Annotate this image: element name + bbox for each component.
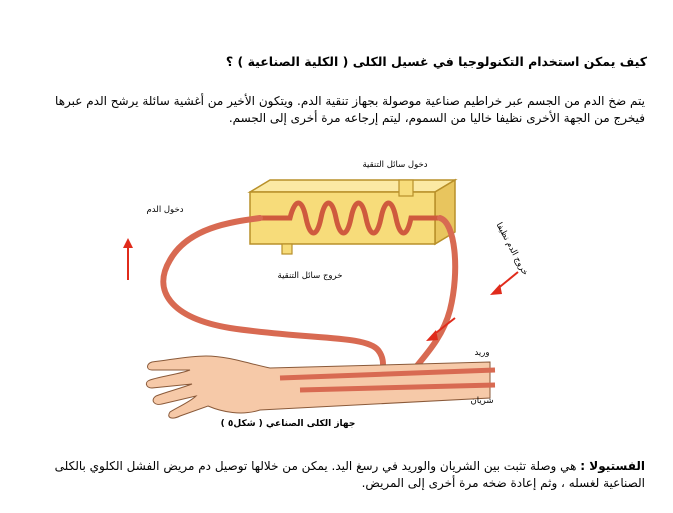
- fistula-term: الفستيولا :: [580, 459, 645, 473]
- dialysis-figure: دخول سائل التنقية دخول الدم خروج الدم نظ…: [110, 150, 550, 440]
- arrow-down-right-1: [490, 271, 519, 295]
- label-dialysate-in: دخول سائل التنقية: [362, 160, 427, 170]
- filter-coil: [257, 200, 443, 236]
- fistula-line-2: الصناعية لغسله ، وثم إعادة ضخه مرة أخرى …: [361, 476, 645, 490]
- arrow-down-right-2: [426, 317, 456, 341]
- arrow-up-left: [123, 238, 133, 280]
- intro-line-2: فيخرج من الجهة الأخرى نظيفا خاليا من الس…: [228, 111, 645, 125]
- dialysis-machine: [247, 178, 458, 255]
- blood-in-tube: [160, 215, 386, 395]
- arm: [145, 355, 496, 419]
- dialysate-outlet-port: [281, 243, 293, 255]
- figure-caption: ( شكل٥ ) جهاز الكلى الصناعي: [221, 419, 356, 429]
- arm-vein: [279, 367, 496, 381]
- fistula-line-1: الفستيولا : هي وصلة تثبت بين الشريان وال…: [25, 458, 645, 475]
- page-title: كيف يمكن استخدام التكنولوجيا في غسيل الك…: [225, 54, 647, 69]
- label-blood-in: دخول الدم: [147, 205, 184, 215]
- label-dialysate-out: خروج سائل التنقية: [278, 271, 343, 281]
- dialysate-inlet-port: [398, 179, 414, 197]
- label-vein: وريد: [474, 348, 489, 358]
- arm-artery: [299, 382, 496, 393]
- machine-top-face: [247, 179, 458, 193]
- intro-paragraph: يتم ضخ الدم من الجسم عبر خراطيم صناعية م…: [25, 93, 645, 127]
- fistula-text-1: هي وصلة تثبت بين الشريان والوريد في رسغ …: [54, 459, 581, 473]
- label-artery: شريان: [470, 396, 493, 406]
- flow-arrows: [123, 238, 519, 341]
- intro-line-1: يتم ضخ الدم من الجسم عبر خراطيم صناعية م…: [55, 94, 645, 108]
- label-blood-out: خروج الدم نظيفا: [494, 221, 530, 277]
- fistula-paragraph: الفستيولا : هي وصلة تثبت بين الشريان وال…: [25, 458, 645, 492]
- dialysis-diagram: دخول سائل التنقية دخول الدم خروج الدم نظ…: [123, 160, 530, 429]
